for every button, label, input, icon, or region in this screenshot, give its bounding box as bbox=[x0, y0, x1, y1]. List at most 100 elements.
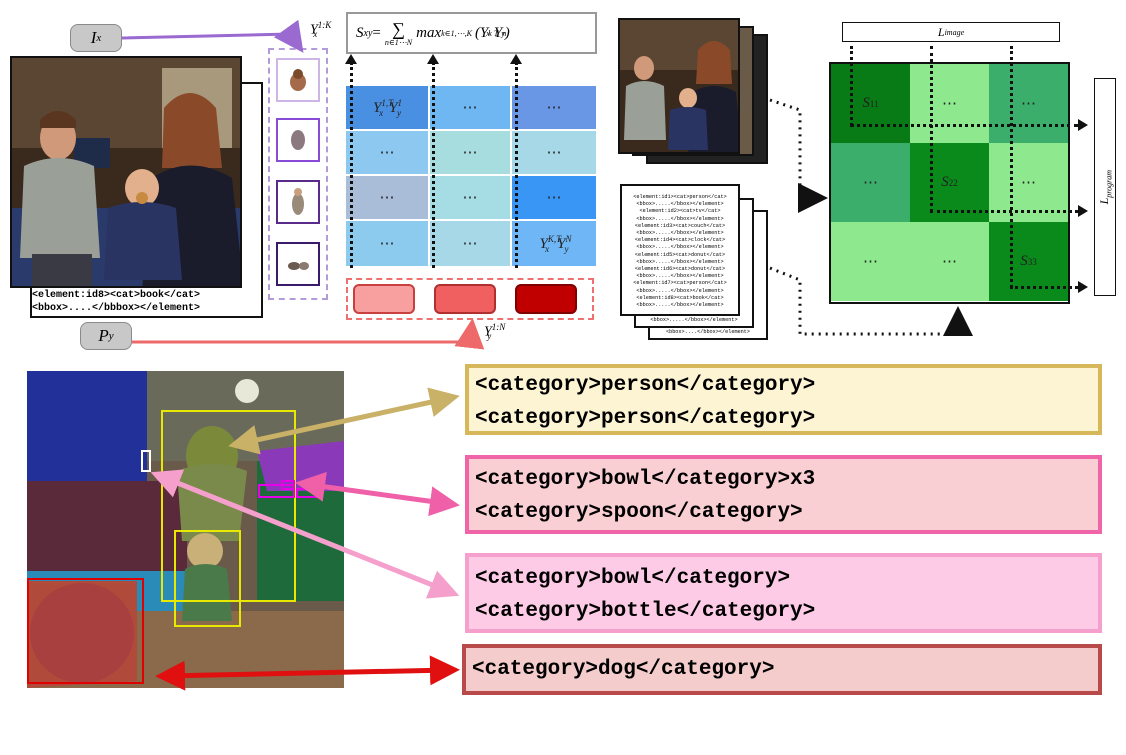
photo-stack-front bbox=[618, 18, 740, 154]
grid-cell-text: ⋯ bbox=[546, 190, 562, 206]
matrix-cell: ⋯ bbox=[989, 64, 1068, 143]
yx-label-sup: 1:K bbox=[317, 20, 332, 30]
grid-cell: ⋯ bbox=[430, 131, 510, 174]
crop-thumb-1 bbox=[276, 58, 320, 102]
formula-lhs: S bbox=[356, 24, 364, 41]
crop-thumb-3 bbox=[276, 180, 320, 224]
program-doc-line: <bbox>.....</bbox></element> bbox=[636, 302, 724, 309]
bottom-arrows bbox=[150, 387, 460, 691]
matrix-cell-sub: 22 bbox=[948, 177, 958, 188]
matrix-cell: ⋯ bbox=[910, 222, 989, 301]
formula-max: max bbox=[416, 24, 442, 41]
formula-term: (Y bbox=[474, 24, 489, 41]
formula-eq: = bbox=[372, 24, 381, 41]
ix-label-sub: x bbox=[96, 32, 102, 44]
grid-cell-sub2: y bbox=[396, 107, 401, 118]
program-doc-line: <bbox>.....</bbox></element> bbox=[636, 244, 724, 251]
token-box-1 bbox=[353, 284, 415, 314]
dotted-arrow-col-1 bbox=[350, 62, 353, 268]
arrow-bowl-spoon bbox=[295, 471, 460, 517]
matrix-cell-ellipsis: ⋯ bbox=[942, 96, 957, 112]
yy-label-sup: 1:N bbox=[491, 322, 506, 332]
yy-label-text: Y bbox=[484, 324, 492, 340]
program-doc-line: <bbox>.....</bbox></element> bbox=[636, 215, 724, 222]
yy-label: Y1:Ny bbox=[484, 322, 524, 344]
program-doc-line: <element:id1><cat>person</cat> bbox=[633, 194, 727, 200]
category-line: <category>person</category> bbox=[475, 407, 816, 430]
category-box-dog: <category>dog</category> bbox=[462, 644, 1102, 695]
formula-close: ) bbox=[504, 24, 510, 41]
category-box-bowl-bottle: <category>bowl</category> <category>bott… bbox=[465, 553, 1102, 633]
similarity-matrix bbox=[829, 62, 1070, 304]
arrow-bowl-bottle bbox=[150, 469, 460, 599]
grid-cell: ⋯ bbox=[346, 176, 428, 219]
grid-cell-text: ⋯ bbox=[462, 190, 478, 206]
arrow-head-up-3 bbox=[510, 54, 522, 64]
crop-thumb-2 bbox=[276, 118, 320, 162]
matrix-cell-ellipsis: ⋯ bbox=[1021, 96, 1036, 112]
matrix-dot-h2 bbox=[930, 210, 1078, 213]
grid-cell-text: ⋯ bbox=[379, 190, 395, 206]
category-line: <category>dog</category> bbox=[472, 658, 775, 681]
yy-label-sub: y bbox=[487, 331, 492, 342]
grid-cell-text: ⋯ bbox=[379, 145, 395, 161]
grid-cell: ⋯ bbox=[346, 221, 428, 266]
category-box-bowl-spoon: <category>bowl</category>x3 <category>sp… bbox=[465, 455, 1102, 534]
grid-cell-sup2: 1 bbox=[397, 97, 402, 108]
matrix-cell-label: S bbox=[862, 95, 870, 111]
arrow-ix-crops bbox=[121, 19, 304, 53]
grid-cell: ⋯ bbox=[512, 176, 596, 219]
grid-cell-text: ⋯ bbox=[462, 145, 478, 161]
category-line: <category>person</category> bbox=[475, 374, 816, 397]
yx-label: Y1:Kx bbox=[310, 20, 350, 42]
category-line: <category>bottle</category> bbox=[475, 600, 816, 623]
token-box-2 bbox=[434, 284, 496, 314]
grid-cell-text: Y bbox=[373, 99, 382, 116]
matrix-cell-ellipsis: ⋯ bbox=[863, 254, 878, 270]
formula-max-sub: k∈1,⋯,K bbox=[441, 28, 472, 38]
grid-cell-sub: x bbox=[379, 107, 384, 118]
formula-term2: Y bbox=[493, 24, 503, 41]
program-doc-lines: <element:id1><cat>person</cat><bbox>....… bbox=[622, 194, 738, 309]
matrix-dot-h3 bbox=[1010, 286, 1078, 289]
matrix-dot-v1 bbox=[850, 46, 853, 126]
formula-term-sup: k T bbox=[488, 28, 499, 38]
grid-cell: ⋯ bbox=[430, 221, 510, 266]
image-caption-line1: <element:id8><cat>book</cat> bbox=[32, 290, 201, 301]
program-doc-line: <element:id4><cat>clock</cat> bbox=[634, 237, 726, 244]
connector-doc-matrix bbox=[769, 266, 973, 336]
matrix-cell: ⋯ bbox=[989, 143, 1068, 222]
grid-cell-text2: Y bbox=[557, 235, 566, 252]
matrix-cell: ⋯ bbox=[831, 222, 910, 301]
loss-image-sub: image bbox=[944, 27, 965, 37]
grid-cell-sup2: N bbox=[565, 233, 572, 244]
program-doc-line: <element:id8><cat>book</cat> bbox=[636, 294, 724, 301]
connector-photo-matrix bbox=[769, 98, 828, 213]
category-line: <category>bowl</category>x3 bbox=[475, 468, 816, 491]
doc-back-line: <bbox>....</bbox></element> bbox=[665, 328, 751, 335]
formula-sum: ∑ n∈1⋯N bbox=[385, 20, 412, 47]
matrix-dot-v3 bbox=[1010, 46, 1013, 288]
ix-label-text: I bbox=[90, 28, 97, 47]
formula-term2-sub: y bbox=[501, 28, 505, 38]
arrow-py-tokens bbox=[132, 318, 485, 350]
connectors bbox=[121, 19, 973, 350]
grid-cell-text: ⋯ bbox=[546, 100, 562, 116]
arrow-head-right-3 bbox=[1078, 281, 1088, 293]
formula-sum-sub: n∈1⋯N bbox=[384, 37, 413, 47]
program-doc-line: <element:id2><cat>tv</cat> bbox=[639, 208, 721, 215]
grid-cell-text: ⋯ bbox=[462, 100, 478, 116]
grid-cell: ⋯ bbox=[346, 131, 428, 174]
program-doc-line: <bbox>.....</bbox></element> bbox=[636, 287, 724, 294]
matrix-cell-label: S bbox=[1020, 253, 1028, 269]
program-doc-line: <bbox>.....</bbox></element> bbox=[636, 201, 724, 208]
program-doc-line: <element:id6><cat>donut</cat> bbox=[634, 266, 726, 273]
program-doc-line: <bbox>.....</bbox></element> bbox=[636, 258, 724, 265]
